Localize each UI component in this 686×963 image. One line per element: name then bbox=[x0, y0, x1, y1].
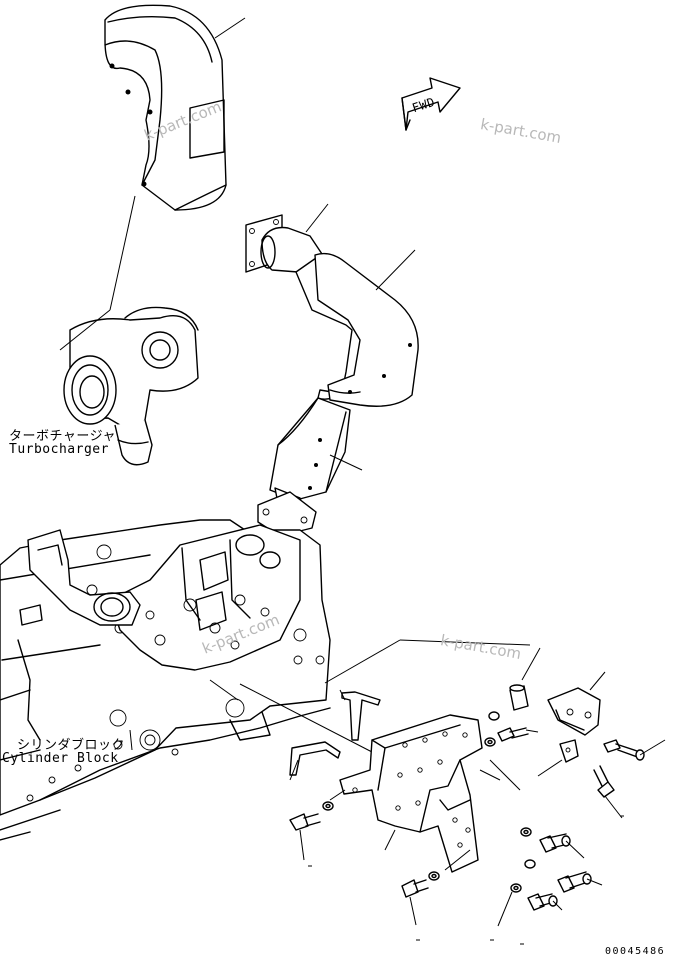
cylinder-block-label-en: Cylinder Block bbox=[2, 751, 119, 766]
washer bbox=[428, 871, 440, 881]
turbocharger-label-jp: ターボチャージャ bbox=[9, 429, 116, 444]
turbocharger bbox=[59, 306, 199, 466]
washer bbox=[488, 711, 500, 721]
bolt bbox=[539, 833, 585, 859]
leader-line bbox=[324, 639, 401, 684]
leader-line bbox=[399, 639, 531, 646]
exhaust-pipe bbox=[245, 203, 419, 407]
figure-number: 00045486 bbox=[605, 946, 666, 957]
cylinder-block-label-jp: シリンダブロック bbox=[17, 738, 126, 753]
bolt bbox=[593, 765, 623, 819]
support-rod bbox=[339, 689, 381, 741]
small-clip bbox=[537, 739, 579, 777]
washer bbox=[484, 737, 496, 747]
bolt bbox=[527, 893, 563, 911]
bolt bbox=[497, 727, 539, 742]
bolt bbox=[289, 813, 321, 861]
turbocharger-label-en: Turbocharger bbox=[9, 442, 109, 457]
fwd-arrow-icon bbox=[401, 77, 461, 131]
spacer-collar bbox=[509, 647, 541, 711]
clamp-plate bbox=[547, 671, 606, 736]
cylinder-block bbox=[0, 519, 331, 841]
mounting-bracket bbox=[329, 714, 521, 873]
bolt bbox=[557, 871, 603, 893]
bolt bbox=[603, 739, 666, 761]
washer bbox=[322, 801, 334, 811]
washer bbox=[497, 883, 522, 927]
support-rod-lower bbox=[289, 741, 341, 781]
turbo-cover bbox=[104, 4, 246, 311]
washer bbox=[524, 859, 536, 869]
leader-ends bbox=[308, 815, 624, 945]
washer bbox=[520, 827, 532, 837]
leader-line bbox=[239, 683, 373, 753]
flex-pipe bbox=[257, 397, 363, 537]
bolt bbox=[401, 879, 429, 926]
